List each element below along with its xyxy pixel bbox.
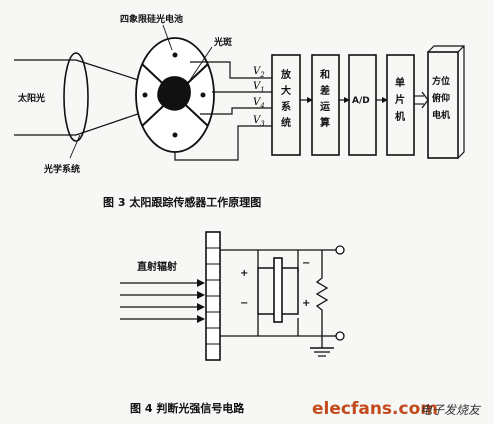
wire-v4 [200, 107, 272, 115]
arrow-mcu-motor-head [421, 91, 429, 109]
light-spot [157, 76, 191, 111]
block-mcu [386, 54, 415, 156]
sunlight-label: 太阳光 [17, 92, 45, 104]
wire-v2 [190, 61, 272, 79]
figure-4-caption: 图 4 判断光强信号电路 [130, 401, 245, 415]
polarity-minus-left: − [240, 298, 248, 309]
reverse-cell-bar [273, 257, 283, 323]
signal-label-v1: V1 [253, 81, 265, 94]
terminal-top [335, 245, 345, 255]
load-resistor [315, 250, 329, 336]
optics-label-leader [69, 134, 81, 159]
svg-text:机: 机 [395, 110, 405, 123]
wire-v3 [174, 125, 272, 161]
svg-text:单: 单 [395, 76, 405, 89]
polarity-minus-right: − [302, 258, 310, 269]
spot-label-leader [189, 46, 213, 81]
figure-3-caption: 图 3 太阳跟踪传感器工作原理图 [103, 195, 261, 209]
svg-text:算: 算 [319, 116, 330, 129]
svg-text:方位: 方位 [432, 75, 450, 87]
svg-text:系: 系 [281, 100, 291, 113]
svg-text:电机: 电机 [432, 109, 450, 121]
signal-label-v3: V3 [253, 115, 265, 128]
polarity-plus-right: + [302, 298, 310, 309]
svg-text:片: 片 [395, 93, 405, 106]
electrode-bottom [172, 132, 178, 138]
motor-label: 方位 俯仰 电机 [432, 75, 450, 121]
svg-text:统: 统 [281, 116, 291, 129]
polarity-plus-left: + [240, 268, 248, 279]
mcu-label: 单 片 机 [395, 76, 405, 123]
watermark: elecfans.com 电子发烧友 [312, 399, 482, 419]
signal-label-v4: V4 [253, 97, 265, 110]
lens [63, 52, 89, 142]
electrode-left [142, 92, 148, 98]
block-sum-diff [311, 54, 340, 156]
spot-label: 光斑 [213, 36, 232, 48]
amplifier-label: 放 大 系 统 [280, 68, 292, 129]
block-ad [348, 54, 377, 156]
svg-text:和: 和 [319, 68, 330, 81]
svg-text:放: 放 [280, 68, 292, 81]
block-amplifier [271, 54, 301, 156]
direct-radiation-label: 直射辐射 [137, 260, 177, 273]
electrode-top [172, 52, 178, 58]
optics-label: 光学系统 [43, 163, 80, 175]
block-motor-edge [457, 45, 465, 53]
cell-label-leader [162, 24, 173, 51]
sum-diff-label: 和 差 运 算 [319, 68, 330, 129]
svg-text:大: 大 [281, 84, 291, 97]
figure-3 [14, 24, 465, 161]
figure-4 [120, 231, 345, 361]
svg-text:运: 运 [320, 101, 330, 113]
block-motor [427, 51, 459, 159]
terminal-bottom [335, 331, 345, 341]
electrode-right [200, 92, 206, 98]
cell-label: 四象限硅光电池 [120, 13, 183, 25]
svg-text:差: 差 [320, 84, 330, 97]
watermark-site: elecfans.com [312, 399, 438, 419]
svg-text:俯仰: 俯仰 [432, 92, 450, 104]
signal-label-v2: V2 [253, 66, 265, 79]
ad-label: A/D [352, 96, 370, 106]
watermark-cn: 电子发烧友 [420, 403, 482, 417]
signal-labels: V2 V1 V4 V3 [253, 66, 265, 128]
